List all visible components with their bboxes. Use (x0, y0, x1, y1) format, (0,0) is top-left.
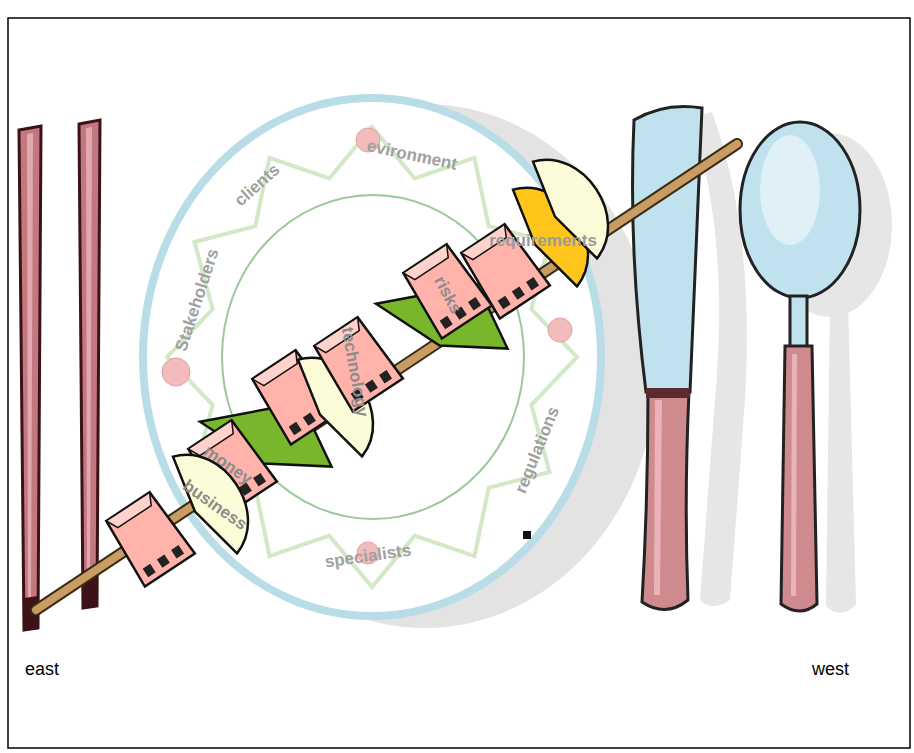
chopstick-highlight (86, 127, 92, 580)
direction-label: east (25, 660, 59, 678)
chopstick-highlight (27, 133, 33, 600)
spoon-highlight (791, 354, 797, 596)
plate-dot (548, 318, 572, 342)
direction-label: west (812, 660, 849, 678)
node-shape (400, 242, 492, 338)
knife-handle (642, 392, 689, 610)
food-piece: technology (293, 300, 423, 430)
food-piece: business (140, 440, 270, 570)
food-cube (400, 242, 492, 338)
spoon-shadow (826, 300, 856, 613)
chopstick (79, 120, 100, 608)
node-shape (163, 436, 268, 560)
spoon-bowl (740, 122, 860, 298)
knife-bolster (646, 388, 690, 398)
spoon-highlight (760, 135, 820, 245)
food-label: requirements (489, 232, 597, 249)
chopstick (19, 126, 41, 630)
food-cube (103, 490, 195, 586)
frame (8, 18, 910, 748)
plate-dot (162, 358, 190, 386)
spoon-handle (781, 346, 817, 611)
knife-blade (633, 107, 703, 393)
skewer-stick (36, 144, 737, 610)
plate-mark (523, 531, 531, 539)
spoon-neck (790, 296, 807, 348)
plate-rim (143, 98, 601, 616)
food-piece: risks (382, 227, 512, 357)
node-outline (500, 145, 630, 275)
food-wedge (163, 436, 268, 560)
skewer-outline (36, 144, 737, 610)
food-piece: requirements (500, 145, 630, 275)
node-shape (143, 98, 601, 616)
knife-highlight (654, 400, 662, 595)
